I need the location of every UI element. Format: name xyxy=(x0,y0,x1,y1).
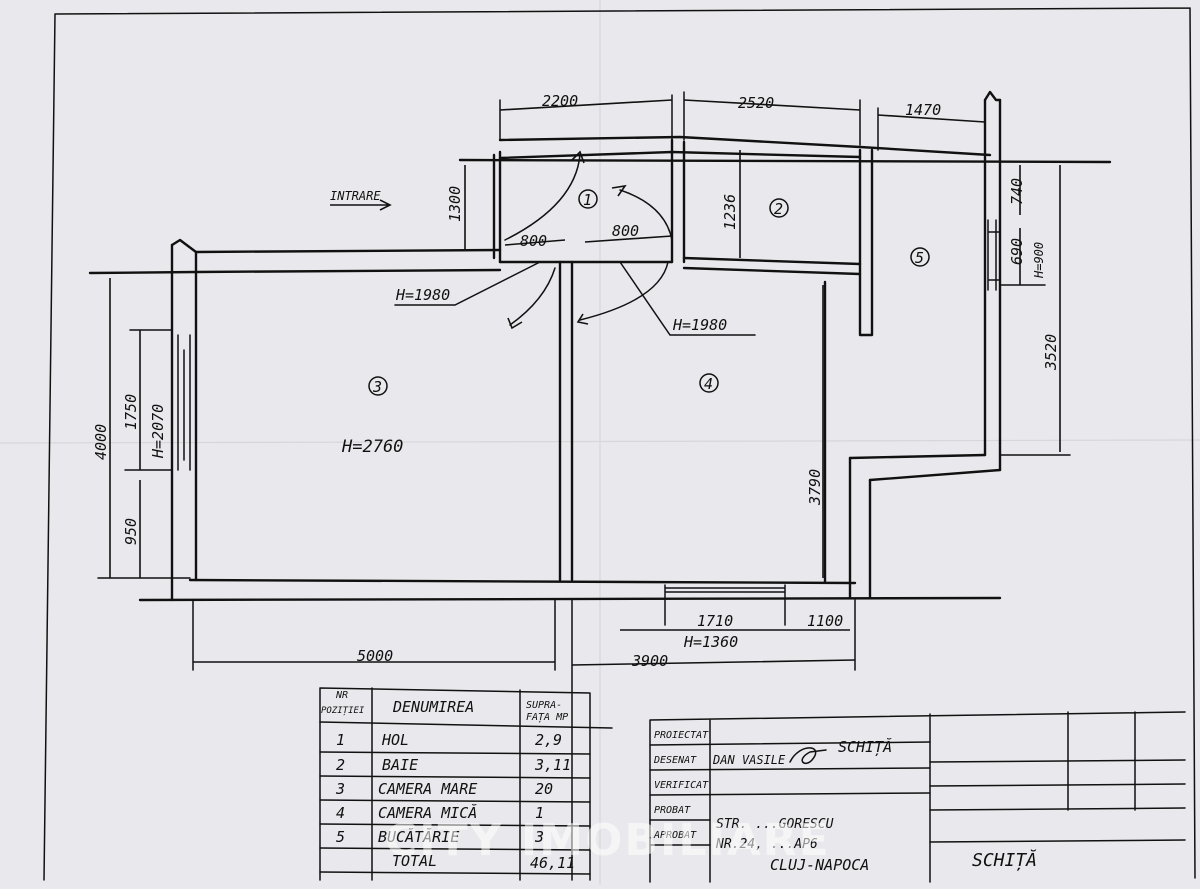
legend-row-5-area: 3 xyxy=(534,828,544,846)
legend-row-2-name: BAIE xyxy=(382,756,418,774)
legend-row-3-area: 20 xyxy=(535,780,553,798)
dim-1710: 1710 xyxy=(697,612,733,630)
drawn-by-name: DAN VASILE xyxy=(712,753,786,767)
address-line-1: STR. ...GORESCU xyxy=(716,817,834,832)
signature-mark xyxy=(789,747,827,764)
dim-800-a: 800 xyxy=(520,232,547,250)
legend-total-label: TOTAL xyxy=(392,852,437,870)
sheet-title: SCHIȚĂ xyxy=(972,849,1037,871)
dim-2200: 2200 xyxy=(542,92,578,110)
role-approved: APROBAT xyxy=(653,830,697,841)
legend-row-2-nr: 2 xyxy=(336,756,345,774)
legend-header-nr: NR xyxy=(335,690,348,701)
watermark: CITY IMOBILIARE xyxy=(385,815,831,866)
door-height-b: H=1980 xyxy=(672,316,727,334)
dim-950: 950 xyxy=(122,518,140,545)
city-label: CLUJ-NAPOCA xyxy=(770,856,869,874)
walls xyxy=(88,90,1112,602)
legend-row-4-nr: 4 xyxy=(336,804,345,822)
dimension-lines xyxy=(97,91,1071,881)
address-line-2: NR.24, ...AP6 xyxy=(715,837,818,852)
legend-row-5-name: BUCĂTĂRIE xyxy=(378,827,459,846)
room-2-label: 2 xyxy=(774,200,783,218)
role-drawn: DESENAT xyxy=(653,755,697,766)
room-4-label: 4 xyxy=(704,375,713,393)
entrance-label: INTRARE xyxy=(330,189,381,203)
sheet-border xyxy=(43,7,1196,881)
legend-row-1-name: HOL xyxy=(381,731,409,749)
legend-header-area-1: SUPRA- xyxy=(526,700,562,711)
dim-1100: 1100 xyxy=(807,612,843,630)
entrance-arrow xyxy=(330,199,392,211)
sheet-label-small: SCHIȚĂ xyxy=(838,737,892,756)
dim-690: 690 xyxy=(1008,238,1026,265)
legend-total-area: 46,11 xyxy=(530,854,575,872)
legend-row-1-nr: 1 xyxy=(336,731,345,749)
dim-4000: 4000 xyxy=(92,424,110,460)
dim-1750: 1750 xyxy=(122,394,140,430)
legend-header-position: POZIȚIEI xyxy=(321,706,365,716)
door-height-a: H=1980 xyxy=(395,286,450,304)
window-height-a: H=2070 xyxy=(149,404,167,459)
dim-3790: 3790 xyxy=(806,469,824,506)
legend-header-name: DENUMIREA xyxy=(392,698,474,716)
legend-row-1-area: 2,9 xyxy=(535,731,562,749)
role-tested: PROBAT xyxy=(654,805,691,816)
legend-row-4-name: CAMERA MICĂ xyxy=(378,803,477,822)
dim-1300: 1300 xyxy=(446,186,464,222)
dim-1236: 1236 xyxy=(721,194,739,230)
dim-3520: 3520 xyxy=(1042,334,1060,371)
legend-row-3-nr: 3 xyxy=(335,780,345,798)
dim-2520: 2520 xyxy=(738,94,774,112)
room-1-label: 1 xyxy=(583,191,592,209)
legend-row-2-area: 3,11 xyxy=(534,756,571,774)
legend-table xyxy=(319,687,613,881)
dim-1470: 1470 xyxy=(905,101,941,119)
windows xyxy=(177,219,1001,626)
room-labels: 1 2 3 4 5 xyxy=(368,189,930,396)
room-5-label: 5 xyxy=(915,249,924,267)
room-3-height: H=2760 xyxy=(341,437,403,457)
window-height-c: H=1360 xyxy=(683,633,738,651)
dim-800-b: 800 xyxy=(612,222,639,240)
legend-row-4-area: 1 xyxy=(535,804,544,822)
legend-row-3-name: CAMERA MARE xyxy=(378,780,477,798)
room-3-label: 3 xyxy=(372,378,382,396)
role-designed: PROIECTAT xyxy=(654,730,709,741)
dim-3900: 3900 xyxy=(631,652,668,670)
legend-row-5-nr: 5 xyxy=(336,828,345,846)
legend-header-area-2: FAȚA MP xyxy=(526,712,568,723)
doors xyxy=(504,150,673,330)
dim-5000: 5000 xyxy=(357,647,393,665)
dim-740: 740 xyxy=(1008,178,1026,205)
role-checked: VERIFICAT xyxy=(654,780,709,791)
title-block xyxy=(649,711,1186,883)
window-height-b: H=900 xyxy=(1032,242,1046,279)
